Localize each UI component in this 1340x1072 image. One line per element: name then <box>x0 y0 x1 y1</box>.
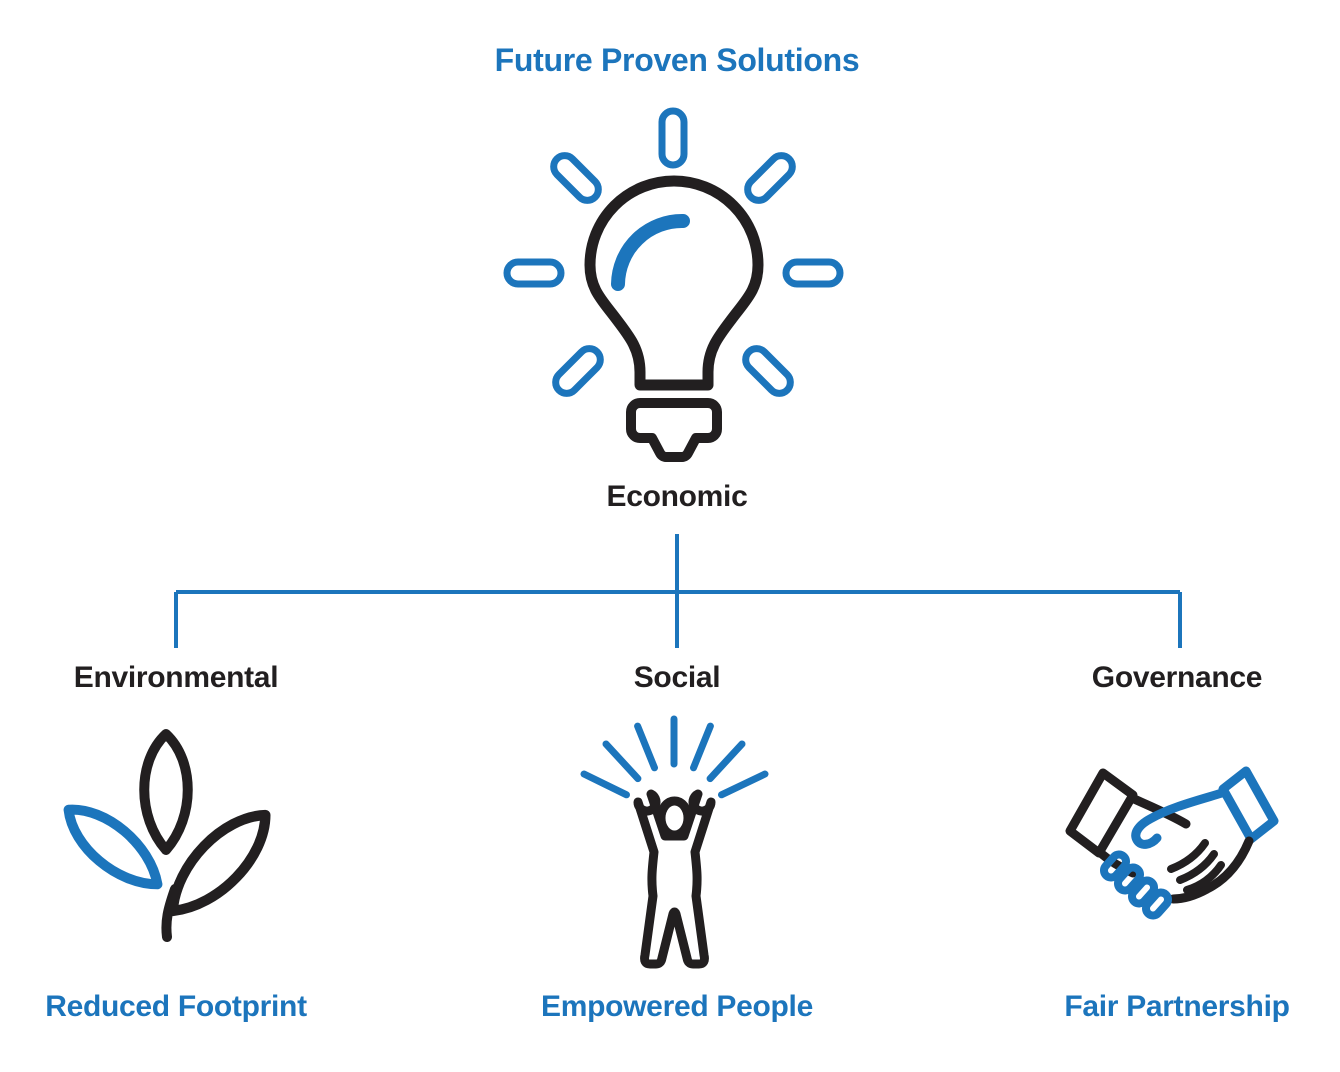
branch-social: Social Empowered Pe <box>497 656 857 1029</box>
handshake-icon <box>1065 766 1279 919</box>
branch-sublabel: Reduced Footprint <box>45 990 307 1023</box>
lightbulb-icon <box>503 107 844 462</box>
branch-icon-box <box>997 700 1340 985</box>
branch-label: Environmental <box>73 661 279 694</box>
branch-sublabel: Fair Partnership <box>1064 990 1290 1023</box>
branch-governance: Governance <box>997 656 1340 1029</box>
plant-icon <box>63 728 271 942</box>
branch-label: Governance <box>1091 661 1263 694</box>
lightbulb-rays <box>503 107 844 397</box>
fist-knuckles <box>1099 850 1173 919</box>
branch-icon-box <box>0 700 356 985</box>
person-celebrating-icon <box>580 715 769 968</box>
branch-label: Social <box>633 661 721 694</box>
root-node-label: Economic <box>606 480 748 513</box>
diagram-title: Future Proven Solutions <box>494 42 860 78</box>
celebration-rays <box>580 715 769 798</box>
branch-icon-box <box>497 700 857 985</box>
branch-sublabel: Empowered People <box>541 990 813 1023</box>
branch-environmental: Environmental Reduced Footprint <box>0 656 356 1029</box>
